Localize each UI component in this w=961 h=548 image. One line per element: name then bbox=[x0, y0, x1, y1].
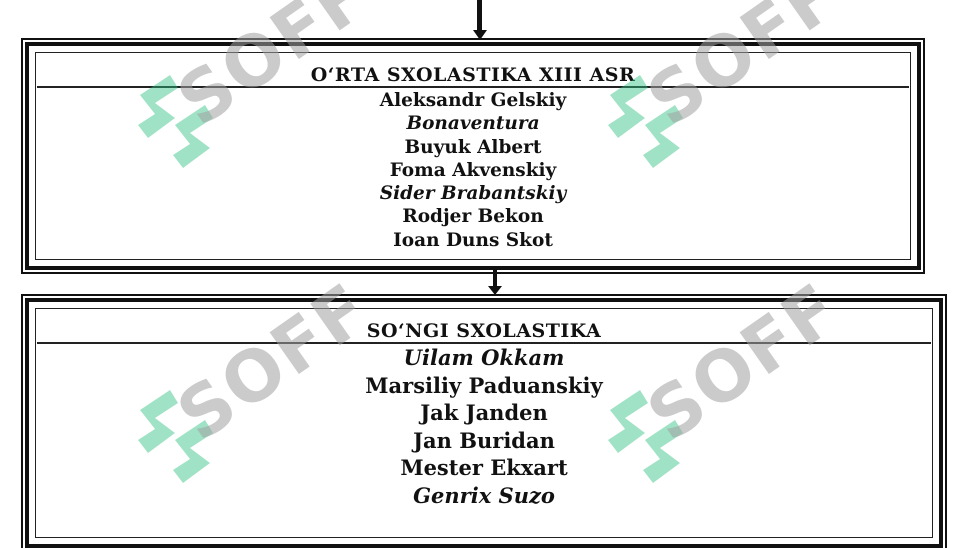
name-item: Bonaventura bbox=[406, 113, 540, 135]
box-inner-frame bbox=[35, 308, 933, 538]
incoming-arrow-line bbox=[477, 0, 482, 34]
box-title-orta-sxolastika: O‘RTA SXOLASTIKA XIII ASR bbox=[310, 64, 636, 86]
connector-arrow-line bbox=[493, 266, 497, 290]
connector-arrow-head bbox=[488, 286, 502, 295]
incoming-arrow-head bbox=[472, 30, 487, 40]
name-item: Rodjer Bekon bbox=[402, 206, 544, 228]
name-item: Jak Janden bbox=[420, 400, 548, 426]
name-item: Sider Brabantskiy bbox=[379, 183, 567, 205]
name-item: Marsiliy Paduanskiy bbox=[365, 372, 603, 398]
box-inner-frame bbox=[35, 52, 911, 260]
title-divider bbox=[37, 342, 931, 344]
title-divider bbox=[37, 86, 909, 88]
name-item: Foma Akvenskiy bbox=[389, 159, 557, 181]
name-item: Jan Buridan bbox=[413, 427, 555, 453]
name-item: Uilam Okkam bbox=[403, 345, 565, 370]
name-item: Genrix Suzo bbox=[413, 482, 555, 508]
box-orta-sxolastika: O‘RTA SXOLASTIKA XIII ASR Aleksandr Gels… bbox=[25, 42, 921, 270]
name-item: Buyuk Albert bbox=[404, 136, 542, 158]
name-item: Aleksandr Gelskiy bbox=[379, 90, 567, 111]
box-title-songi-sxolastika: SO‘NGI SXOLASTIKA bbox=[366, 320, 602, 342]
name-item: Ioan Duns Skot bbox=[393, 229, 553, 251]
name-item: Mester Ekxart bbox=[400, 455, 568, 481]
